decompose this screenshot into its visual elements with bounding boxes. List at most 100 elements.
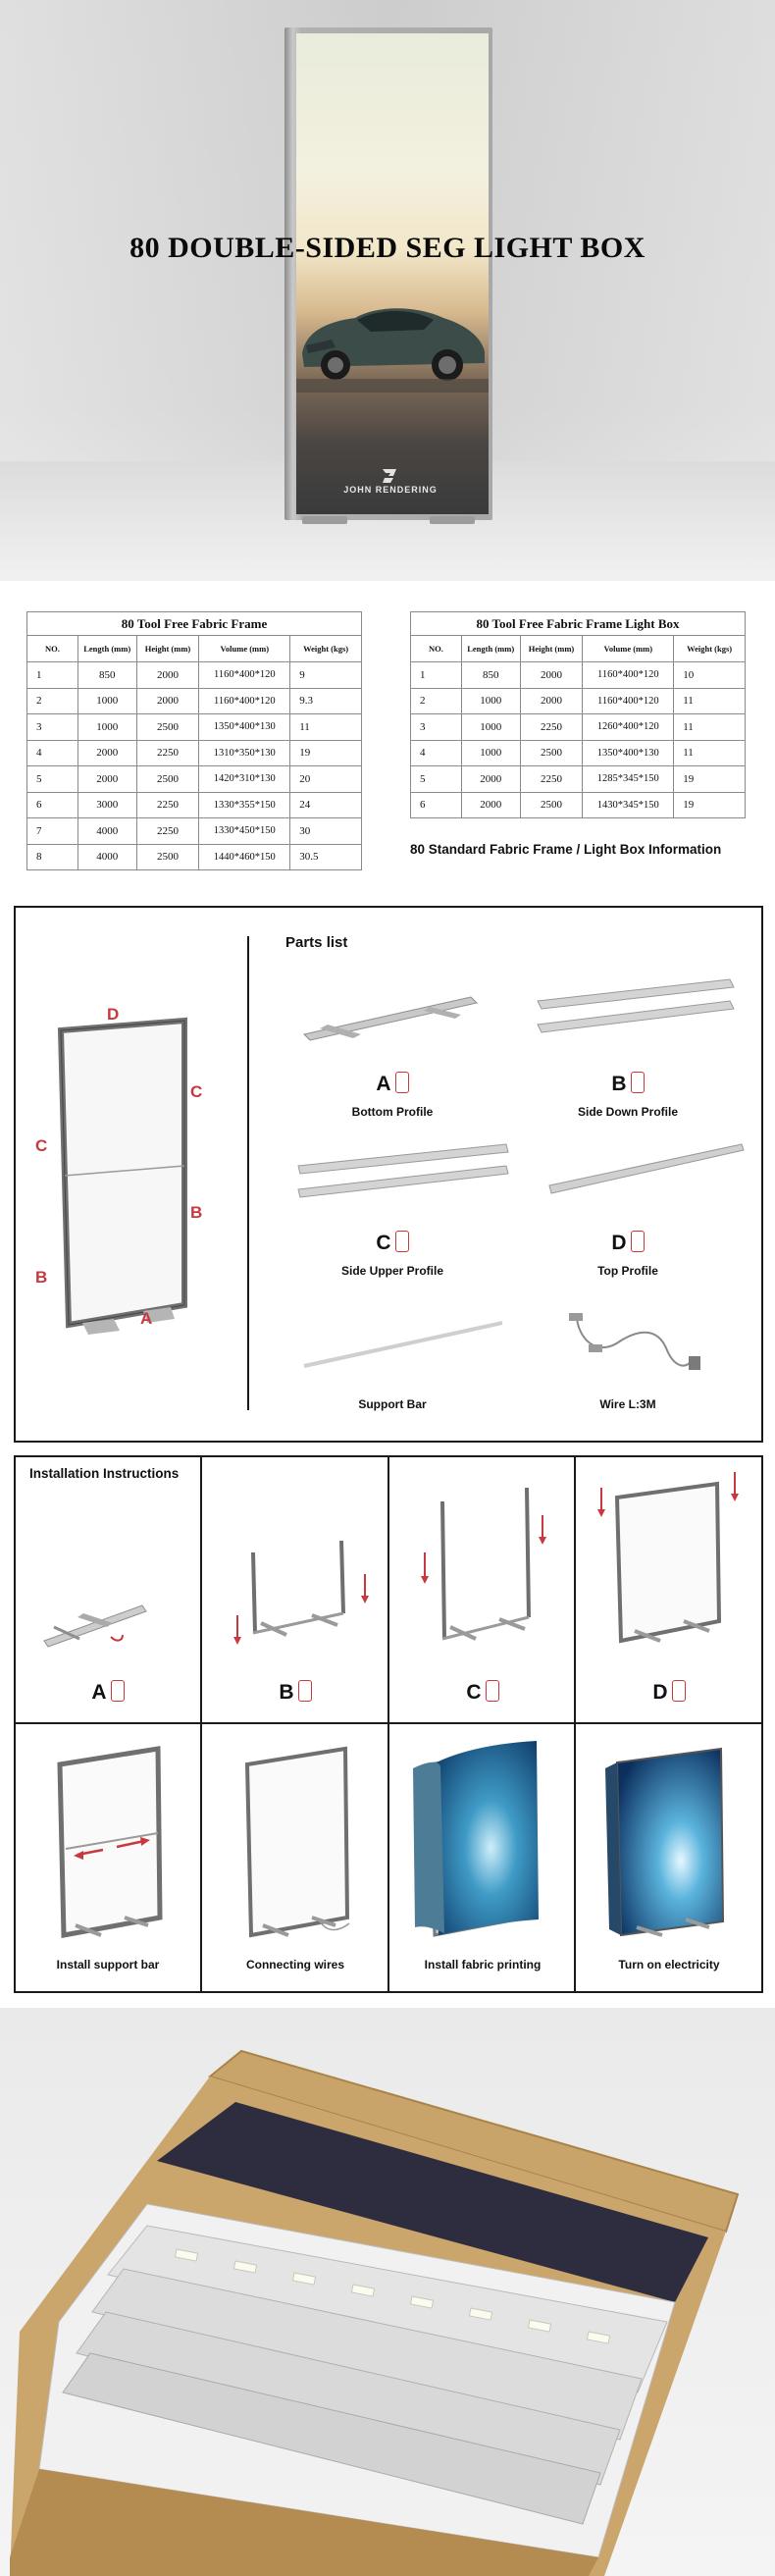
step-a: A	[15, 1458, 201, 1723]
cell-volume: 1285*345*150	[582, 765, 675, 793]
cell-volume: 1420*310*130	[198, 765, 291, 793]
part-wire: Wire L:3M	[510, 1305, 746, 1452]
cell-height: 2250	[519, 765, 584, 793]
grid-divider	[388, 1456, 389, 1992]
step-c: C	[389, 1458, 576, 1723]
cell-height: 2500	[135, 713, 200, 741]
part-name: Support Bar	[358, 1397, 427, 1411]
cell-weight: 19	[673, 765, 746, 793]
frame-label-right-upper: C	[190, 1082, 203, 1101]
cell-weight: 24	[289, 791, 362, 818]
part-letter: D	[510, 1231, 746, 1255]
packaging-photo	[0, 2008, 775, 2576]
grid-divider	[574, 1456, 576, 1992]
cell-volume: 1330*450*150	[198, 817, 291, 845]
checkbox-icon	[630, 1231, 645, 1252]
spec-note: 80 Standard Fabric Frame / Light Box Inf…	[410, 842, 722, 857]
frame-label-left-lower: B	[35, 1268, 48, 1287]
step-turn-on-electricity: Turn on electricity	[576, 1725, 762, 1990]
parts-title: Parts list	[285, 934, 348, 951]
cell-volume: 1350*400*130	[582, 739, 675, 766]
cell-length: 2000	[460, 765, 521, 793]
cell-no: 3	[410, 713, 462, 741]
cell-weight: 19	[289, 739, 362, 766]
cell-volume: 1310*350*130	[198, 739, 291, 766]
cell-height: 2000	[135, 661, 200, 689]
grid-divider	[200, 1456, 202, 1992]
column-header: Volume (mm)	[582, 635, 675, 662]
cell-weight: 9	[289, 661, 362, 689]
step-install-fabric: Install fabric printing	[389, 1725, 576, 1990]
column-header: Weight (kgs)	[289, 635, 362, 662]
checkbox-icon	[394, 1072, 409, 1093]
frame-spec-table: 80 Tool Free Fabric Frame NO. Length (mm…	[26, 611, 362, 870]
step-label: Install support bar	[56, 1958, 160, 1971]
assembled-frame-diagram	[57, 1017, 187, 1335]
part-name: Wire L:3M	[599, 1397, 656, 1411]
cell-no: 4	[410, 739, 462, 766]
top-profile-image	[548, 1143, 745, 1194]
support-bar-image	[303, 1321, 503, 1368]
wire-image	[569, 1313, 700, 1370]
cell-length: 2000	[77, 765, 137, 793]
cell-no: 6	[26, 791, 78, 818]
part-name: Side Down Profile	[577, 1105, 678, 1119]
cell-no: 1	[410, 661, 462, 689]
brand-logo-text: JOHN RENDERING	[343, 485, 438, 495]
cell-volume: 1330*355*150	[198, 791, 291, 818]
part-letter: C	[275, 1231, 510, 1255]
cell-height: 2000	[519, 661, 584, 689]
cell-volume: 1160*400*120	[582, 661, 675, 689]
cell-no: 3	[26, 713, 78, 741]
side-down-profile-image	[537, 978, 735, 1033]
cell-length: 850	[77, 661, 137, 689]
cell-weight: 11	[673, 739, 746, 766]
cell-length: 4000	[77, 817, 137, 845]
cell-length: 850	[460, 661, 521, 689]
part-support-bar: Support Bar	[275, 1305, 510, 1452]
frame-label-left-upper: C	[35, 1136, 48, 1155]
column-header: Volume (mm)	[198, 635, 291, 662]
part-name: Side Upper Profile	[340, 1264, 444, 1278]
checkbox-icon	[394, 1231, 409, 1252]
page-title: 80 DOUBLE-SIDED SEG LIGHT BOX	[129, 232, 646, 264]
cell-height: 2500	[135, 843, 200, 870]
cell-no: 2	[410, 687, 462, 714]
cell-no: 5	[26, 765, 78, 793]
column-header: Height (mm)	[519, 635, 584, 662]
table-caption: 80 Tool Free Fabric Frame Light Box	[410, 611, 746, 636]
cell-length: 3000	[77, 791, 137, 818]
cell-height: 2250	[135, 739, 200, 766]
step-install-support-bar: Install support bar	[15, 1725, 201, 1990]
part-side-upper-profile: C Side Upper Profile	[275, 1136, 510, 1284]
cell-length: 1000	[460, 739, 521, 766]
checkbox-icon	[671, 1680, 686, 1702]
cell-volume: 1160*400*120	[198, 687, 291, 714]
cell-height: 2250	[135, 817, 200, 845]
cell-height: 2500	[519, 791, 584, 818]
cell-height: 2000	[519, 687, 584, 714]
cell-length: 1000	[460, 713, 521, 741]
step-d: D	[576, 1458, 762, 1723]
cell-volume: 1260*400*120	[582, 713, 675, 741]
column-header: Length (mm)	[460, 635, 521, 662]
step-b: B	[202, 1458, 388, 1723]
light-box-product-image: JOHN RENDERING	[284, 27, 492, 524]
cell-weight: 19	[673, 791, 746, 818]
cell-weight: 10	[673, 661, 746, 689]
column-header: NO.	[26, 635, 78, 662]
checkbox-icon	[485, 1680, 499, 1702]
cell-length: 1000	[77, 687, 137, 714]
cell-volume: 1160*400*120	[582, 687, 675, 714]
part-top-profile: D Top Profile	[510, 1136, 746, 1284]
step-c-image	[421, 1488, 546, 1641]
cell-no: 1	[26, 661, 78, 689]
